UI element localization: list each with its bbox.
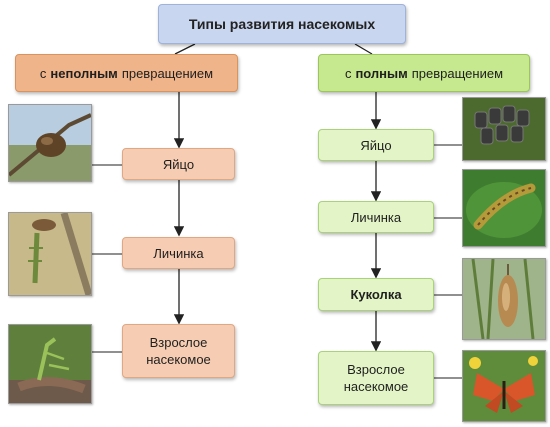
incomplete-suffix: превращением [121,65,214,81]
caterpillar-photo [462,169,546,247]
complete-prefix: с [344,65,352,81]
complete-stage-larva: Личинка [318,201,434,233]
title-to-complete-line [354,43,373,55]
chrysalis-photo [462,258,546,340]
incomplete-stage-egg: Яйцо [122,148,235,180]
nymph-photo [8,212,92,296]
incomplete-stage-larva: Личинка [122,237,235,269]
complete-bold-word: полным [355,65,408,81]
complete-suffix: превращением [411,65,504,81]
egg-case-photo [8,104,92,182]
complete-stage-adult: Взрослое насекомое [318,351,434,405]
complete-stage-pupa: Куколка [318,278,434,311]
title-to-incomplete-line [174,43,196,55]
complete-stage-egg: Яйцо [318,129,434,161]
incomplete-prefix: с [39,65,47,81]
incomplete-stage-adult: Взрослое насекомое [122,324,235,378]
incomplete-bold-word: неполным [50,65,118,81]
butterfly-photo [462,350,546,422]
eggs-cluster-photo [462,97,546,161]
mantis-photo [8,324,92,404]
diagram-title: Типы развития насекомых [158,4,406,44]
